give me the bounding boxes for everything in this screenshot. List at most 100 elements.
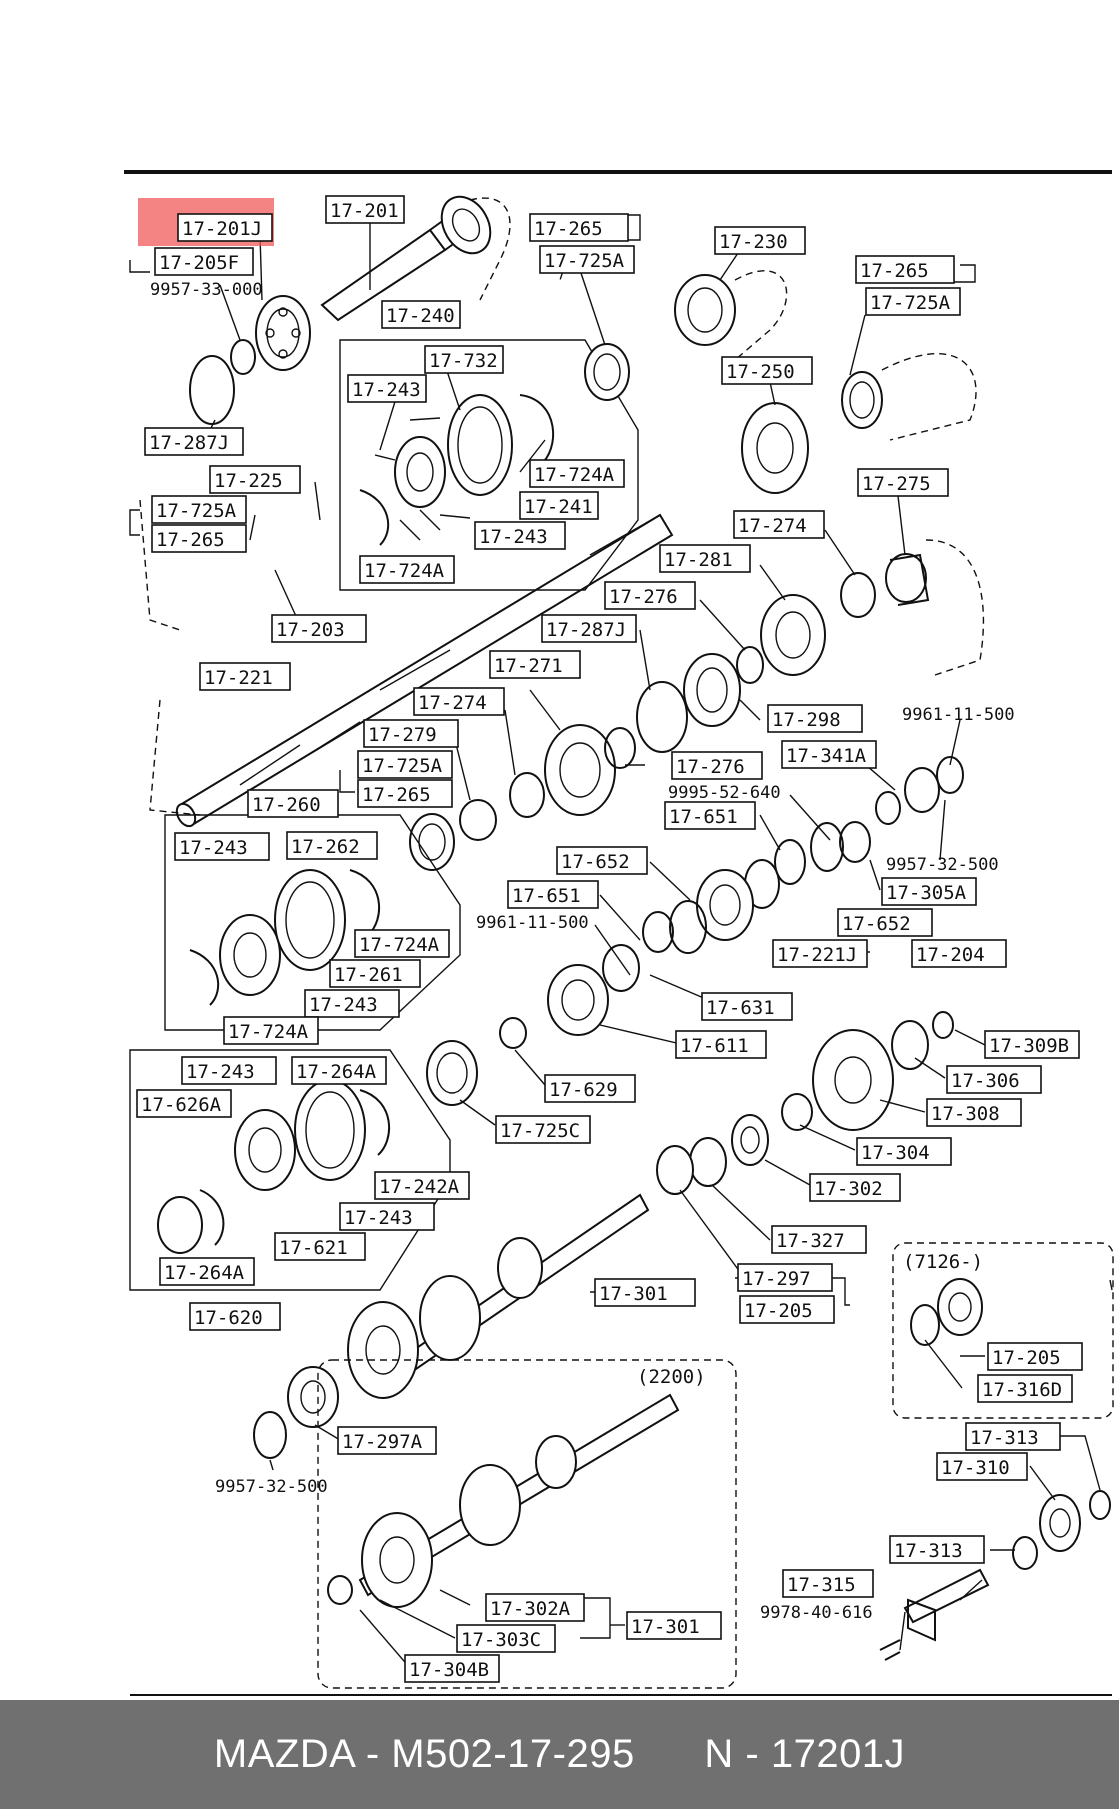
svg-text:17-276: 17-276 xyxy=(609,586,678,608)
label-17-304b: 17-304B xyxy=(404,1654,500,1683)
svg-text:17-341A: 17-341A xyxy=(786,745,867,767)
label-17-316d: 17-316D xyxy=(977,1374,1073,1403)
svg-text:17-724A: 17-724A xyxy=(534,464,615,486)
svg-text:17-611: 17-611 xyxy=(680,1035,749,1057)
svg-text:17-243: 17-243 xyxy=(309,994,378,1016)
label-17-725c: 17-725C xyxy=(495,1115,591,1144)
svg-text:17-287J: 17-287J xyxy=(149,432,229,454)
svg-text:17-327: 17-327 xyxy=(776,1230,845,1252)
part-sketches xyxy=(129,195,1114,1689)
label-17-279: 17-279 xyxy=(363,719,459,748)
label-17-205-b: 17-205 xyxy=(987,1342,1083,1371)
label-17-205: 17-205 xyxy=(739,1295,835,1324)
label-17-327: 17-327 xyxy=(771,1225,867,1254)
svg-text:17-305A: 17-305A xyxy=(886,882,967,904)
svg-text:17-260: 17-260 xyxy=(252,794,321,816)
svg-text:17-243: 17-243 xyxy=(179,837,248,859)
svg-text:17-261: 17-261 xyxy=(334,964,403,986)
svg-text:17-306: 17-306 xyxy=(951,1070,1020,1092)
label-17-265-c: 17-265 xyxy=(855,255,955,284)
label-17-287j-b: 17-287J xyxy=(541,614,637,643)
label-17-621: 17-621 xyxy=(274,1232,366,1261)
label-17-230: 17-230 xyxy=(714,226,806,255)
svg-text:17-275: 17-275 xyxy=(862,473,931,495)
svg-text:17-304B: 17-304B xyxy=(409,1659,489,1681)
svg-text:9957-32-500: 9957-32-500 xyxy=(886,855,999,875)
label-9978-40-616: 9978-40-616 xyxy=(760,1603,873,1623)
oem-part-number: N - 17201J xyxy=(704,1732,906,1776)
countershaft-drawing xyxy=(347,1193,650,1399)
group-2200-outline xyxy=(317,1359,737,1689)
svg-text:17-265: 17-265 xyxy=(860,260,929,282)
group-17-240-outline xyxy=(339,339,639,591)
svg-text:17-652: 17-652 xyxy=(561,851,630,873)
brand-part-number: MAZDA - M502-17-295 xyxy=(213,1732,635,1776)
label-17-302a: 17-302A xyxy=(485,1593,585,1622)
svg-text:17-651: 17-651 xyxy=(512,885,581,907)
label-17-276-a: 17-276 xyxy=(604,581,696,610)
label-17-225: 17-225 xyxy=(209,465,301,494)
svg-text:17-225: 17-225 xyxy=(214,470,283,492)
svg-text:17-313: 17-313 xyxy=(894,1540,963,1562)
svg-text:17-264A: 17-264A xyxy=(164,1262,245,1284)
svg-text:17-308: 17-308 xyxy=(931,1103,1000,1125)
label-17-626a: 17-626A xyxy=(136,1089,232,1118)
label-17-265-b: 17-265 xyxy=(529,213,629,242)
label-17-315: 17-315 xyxy=(782,1569,874,1598)
svg-text:17-301: 17-301 xyxy=(599,1283,668,1305)
svg-text:17-725A: 17-725A xyxy=(870,292,951,314)
svg-text:17-242A: 17-242A xyxy=(379,1176,460,1198)
svg-text:17-205F: 17-205F xyxy=(159,252,239,274)
label-17-264a-b: 17-264A xyxy=(159,1257,255,1286)
svg-text:17-725A: 17-725A xyxy=(544,250,625,272)
label-17-298: 17-298 xyxy=(767,704,863,733)
svg-text:9961-11-500: 9961-11-500 xyxy=(902,705,1015,725)
svg-text:17-631: 17-631 xyxy=(706,997,775,1019)
label-17-243-e: 17-243 xyxy=(181,1056,277,1085)
label-17-611: 17-611 xyxy=(675,1030,767,1059)
bearing-17-201j-drawing xyxy=(255,295,311,371)
label-17-301-b: 17-301 xyxy=(626,1611,722,1640)
svg-text:17-315: 17-315 xyxy=(787,1574,856,1596)
svg-text:17-274: 17-274 xyxy=(418,692,487,714)
label-17-250: 17-250 xyxy=(721,356,813,385)
svg-text:17-309B: 17-309B xyxy=(989,1035,1069,1057)
svg-text:17-243: 17-243 xyxy=(186,1061,255,1083)
svg-text:17-203: 17-203 xyxy=(276,619,345,641)
label-17-301-a: 17-301 xyxy=(594,1278,696,1307)
label-17-651-a: 17-651 xyxy=(664,801,756,830)
svg-text:17-316D: 17-316D xyxy=(982,1379,1062,1401)
label-9957-32-500-b: 9957-32-500 xyxy=(215,1477,328,1497)
svg-text:17-621: 17-621 xyxy=(279,1237,348,1259)
svg-text:17-264A: 17-264A xyxy=(296,1061,377,1083)
label-17-274-b: 17-274 xyxy=(413,687,505,716)
label-9961-11-500-a: 9961-11-500 xyxy=(902,705,1015,725)
label-17-303c: 17-303C xyxy=(456,1624,556,1653)
label-17-310: 17-310 xyxy=(936,1452,1028,1481)
label-17-725a-c: 17-725A xyxy=(865,287,961,316)
label-17-262: 17-262 xyxy=(286,831,378,860)
svg-text:17-276: 17-276 xyxy=(676,756,745,778)
svg-text:17-620: 17-620 xyxy=(194,1307,263,1329)
label-9995-52-640: 9995-52-640 xyxy=(668,783,781,803)
label-17-725a-b: 17-725A xyxy=(539,245,635,274)
label-17-201j: 17-201J xyxy=(177,213,273,242)
label-7126: (7126-) xyxy=(903,1251,983,1273)
label-17-203: 17-203 xyxy=(271,614,367,643)
svg-text:17-204: 17-204 xyxy=(916,944,985,966)
label-17-287j-a: 17-287J xyxy=(144,427,244,456)
svg-text:9957-32-500: 9957-32-500 xyxy=(215,1477,328,1497)
label-17-725a-d: 17-725A xyxy=(357,750,453,779)
svg-text:17-271: 17-271 xyxy=(494,655,563,677)
transmission-parts-diagram: 17-201J 17-205F 9957-33-000 17-201 17-24… xyxy=(124,170,1114,1696)
svg-text:17-297: 17-297 xyxy=(742,1268,811,1290)
svg-text:17-298: 17-298 xyxy=(772,709,841,731)
svg-text:17-301: 17-301 xyxy=(631,1616,700,1638)
svg-text:17-302A: 17-302A xyxy=(490,1598,571,1620)
label-9957-32-500-a: 9957-32-500 xyxy=(886,855,999,875)
svg-text:17-304: 17-304 xyxy=(861,1142,930,1164)
svg-text:17-303C: 17-303C xyxy=(461,1629,541,1651)
svg-text:17-230: 17-230 xyxy=(719,231,788,253)
svg-text:17-732: 17-732 xyxy=(429,350,498,372)
label-17-240: 17-240 xyxy=(381,300,461,329)
